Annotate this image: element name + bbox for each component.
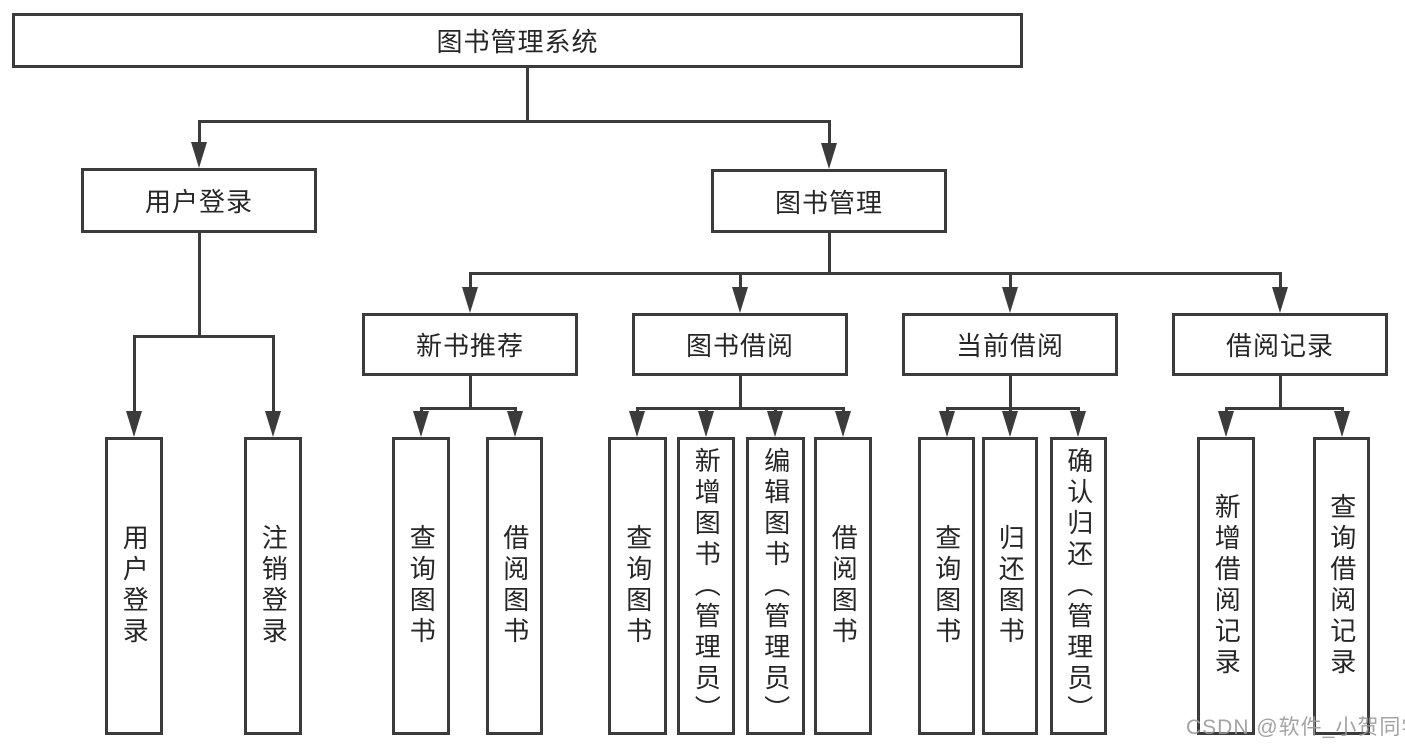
connector-line: [945, 407, 949, 413]
connector-line: [635, 407, 845, 410]
node-borrow-book-borrowing: 借阅图书: [814, 437, 872, 735]
node-user-login: 用户登录: [81, 168, 317, 233]
node-borrow-book-recommend: 借阅图书: [486, 437, 543, 735]
arrow-down-icon: [507, 411, 523, 437]
connector-line: [197, 120, 201, 144]
connector-line: [1008, 407, 1012, 413]
node-new-book-recommend: 新书推荐: [362, 313, 578, 376]
connector-line: [513, 407, 517, 413]
arrow-down-icon: [1002, 287, 1018, 313]
node-label: 新增借阅记录: [1211, 493, 1242, 679]
arrow-down-icon: [126, 411, 142, 437]
arrow-down-icon: [1218, 411, 1234, 437]
connector-line: [945, 407, 1080, 410]
node-label: 借阅图书: [828, 524, 859, 648]
csdn-watermark: CSDN @软件_小贺同学: [1186, 716, 1405, 739]
arrow-down-icon: [1002, 411, 1018, 437]
arrow-down-icon: [767, 411, 783, 437]
node-add-book-admin: 新增图书（管理员）: [677, 437, 735, 735]
connector-line: [1278, 272, 1282, 289]
node-current-borrowing: 当前借阅: [902, 313, 1118, 376]
node-confirm-return-admin: 确认归还（管理员）: [1050, 437, 1107, 735]
connector-line: [468, 272, 1282, 275]
arrow-down-icon: [629, 411, 645, 437]
connector-line: [738, 272, 742, 289]
node-book-management: 图书管理: [711, 169, 947, 233]
node-label: 查询图书: [622, 524, 653, 648]
node-label: 新增图书（管理员）: [691, 446, 722, 726]
connector-line: [1076, 407, 1080, 413]
connector-line: [197, 233, 201, 338]
arrow-down-icon: [462, 287, 478, 313]
connector-line: [1278, 375, 1282, 410]
arrow-down-icon: [265, 411, 281, 437]
node-user-login-leaf: 用户登录: [105, 437, 163, 735]
connector-line: [132, 335, 275, 338]
node-borrow-records: 借阅记录: [1172, 313, 1388, 376]
connector-line: [197, 120, 831, 123]
connector-line: [704, 407, 708, 413]
connector-line: [635, 407, 639, 413]
connector-line: [1008, 376, 1012, 410]
connector-line: [419, 407, 517, 410]
connector-line: [468, 272, 472, 289]
connector-line: [1224, 407, 1228, 413]
arrow-down-icon: [1070, 411, 1086, 437]
connector-line: [1224, 407, 1344, 410]
connector-line: [419, 407, 423, 413]
connector-line: [1008, 272, 1012, 289]
node-label: 查询图书: [931, 524, 962, 648]
node-label: 查询图书: [406, 524, 437, 648]
node-query-books-borrowing: 查询图书: [608, 437, 667, 735]
node-logout: 注销登录: [244, 437, 302, 735]
node-query-books-recommend: 查询图书: [392, 437, 450, 735]
node-query-borrow-record: 查询借阅记录: [1313, 437, 1370, 735]
arrow-down-icon: [191, 142, 207, 168]
node-label: 归还图书: [995, 524, 1026, 648]
node-label: 借阅图书: [499, 524, 530, 648]
connector-line: [132, 335, 136, 413]
arrow-down-icon: [413, 411, 429, 437]
arrow-down-icon: [835, 411, 851, 437]
node-label: 查询借阅记录: [1326, 493, 1357, 679]
node-label: 确认归还（管理员）: [1063, 446, 1094, 726]
connector-line: [525, 68, 529, 123]
node-library-management-system: 图书管理系统: [12, 13, 1023, 68]
connector-line: [827, 120, 831, 145]
arrow-down-icon: [939, 411, 955, 437]
connector-line: [1340, 407, 1344, 413]
node-return-book: 归还图书: [982, 437, 1038, 735]
node-label: 注销登录: [258, 524, 289, 648]
connector-line: [468, 376, 472, 410]
connector-line: [271, 335, 275, 413]
node-edit-book-admin: 编辑图书（管理员）: [746, 437, 805, 735]
connector-line: [738, 376, 742, 410]
connector-line: [841, 407, 845, 413]
arrow-down-icon: [1272, 287, 1288, 313]
node-label: 用户登录: [119, 524, 150, 648]
node-book-borrowing: 图书借阅: [632, 313, 848, 376]
arrow-down-icon: [698, 411, 714, 437]
node-label: 编辑图书（管理员）: [760, 446, 791, 726]
connector-line: [827, 233, 831, 275]
arrow-down-icon: [732, 287, 748, 313]
connector-line: [773, 407, 777, 413]
node-query-books-current: 查询图书: [918, 437, 975, 735]
node-add-borrow-record: 新增借阅记录: [1197, 437, 1255, 735]
arrow-down-icon: [1334, 411, 1350, 437]
arrow-down-icon: [821, 143, 837, 169]
